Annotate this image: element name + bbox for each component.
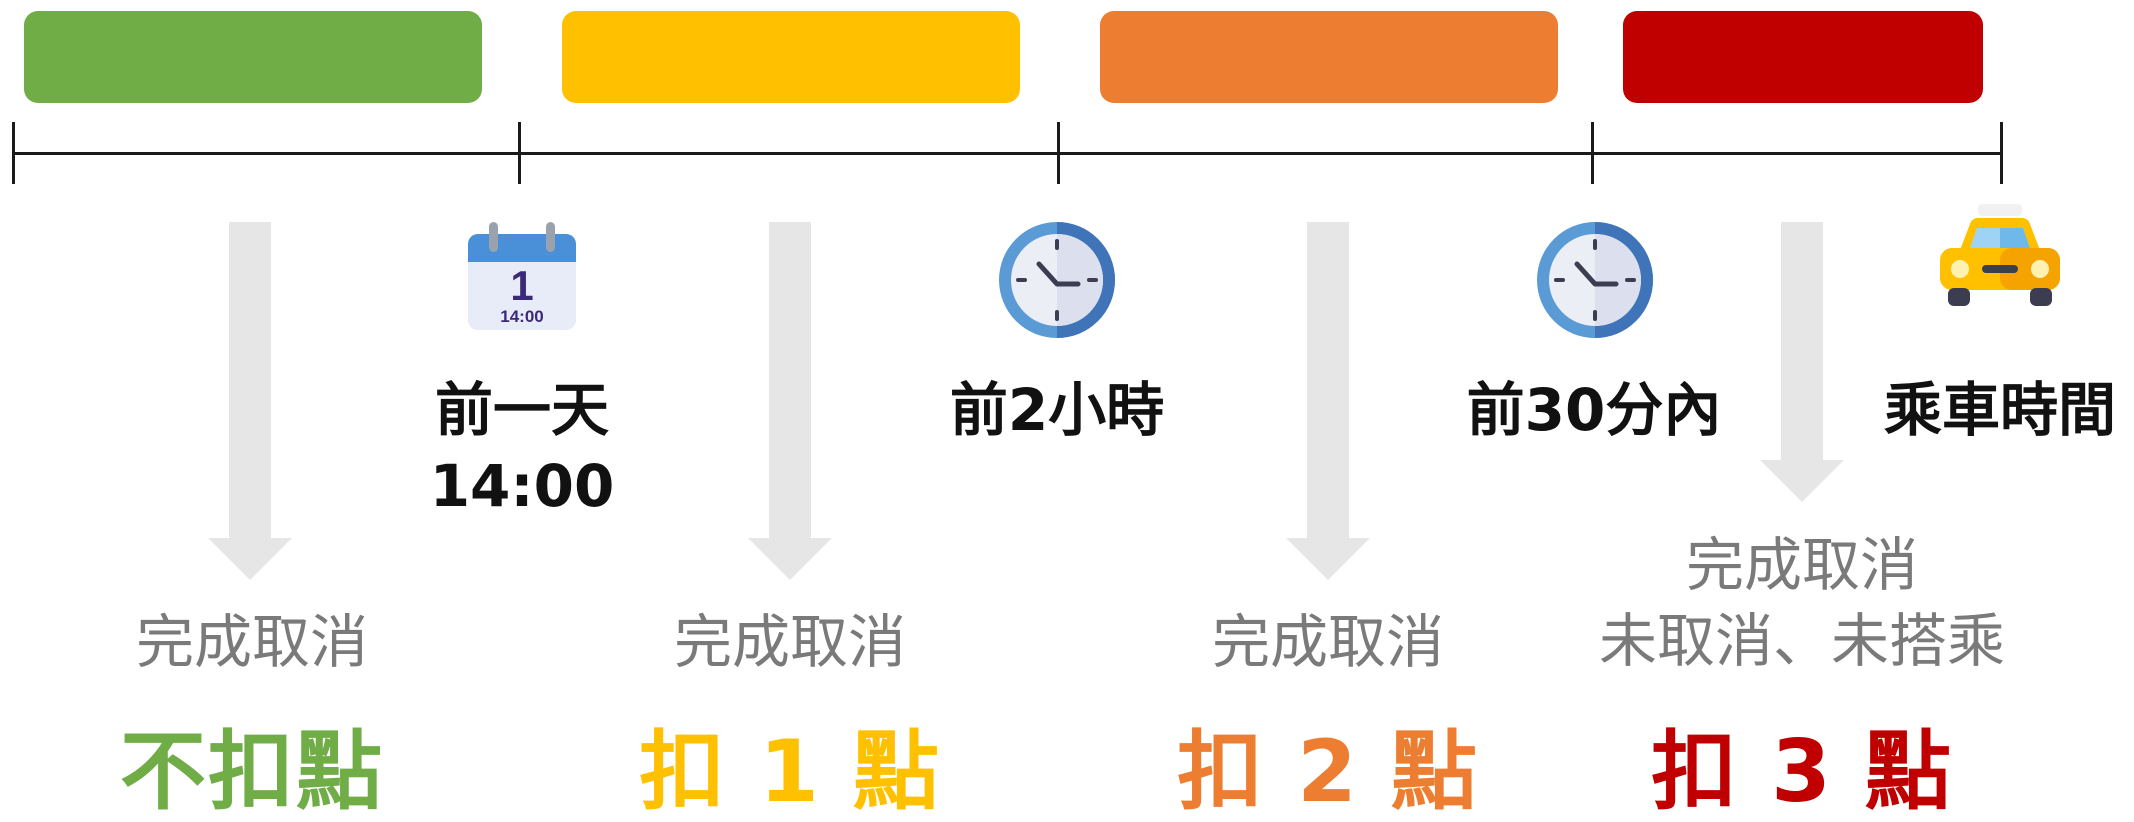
milestone-two-hours: 前2小時 [949,376,1165,444]
timeline-tick-ride-time [2000,122,2003,184]
down-arrow-2 [748,222,832,580]
clock-icon [999,222,1115,338]
status-segment-4: 完成取消 未取消、未搭乘 [1599,527,2005,679]
timeline-tick-thirty-min [1591,122,1594,184]
calendar-day: 1 [510,262,533,309]
timeline-tick-two-hours [1057,122,1060,184]
status-segment-4-line2: 未取消、未搭乘 [1598,607,2006,675]
milestone-day-before-line2: 14:00 [429,452,615,520]
bar-penalty-1 [562,11,1020,103]
down-arrow-3 [1286,222,1370,580]
timeline-axis [13,152,2003,155]
bar-no-penalty [24,11,482,103]
milestone-thirty-min: 前30分內 [1466,376,1722,444]
down-arrow-4 [1760,222,1844,502]
penalty-1-point: 扣 1 點 [639,722,941,822]
milestone-day-before-line1: 前一天 [434,376,609,444]
down-arrow-1 [208,222,292,580]
bar-penalty-2 [1100,11,1558,103]
status-segment-2: 完成取消 [673,608,907,676]
timeline-tick-start [12,122,15,184]
bar-penalty-3 [1623,11,1983,103]
penalty-3-points: 扣 3 點 [1651,722,1953,822]
clock-icon [1537,222,1653,338]
calendar-time: 14:00 [500,307,543,326]
milestone-day-before: 前一天 14:00 [430,372,615,524]
status-segment-3: 完成取消 [1211,608,1445,676]
calendar-icon: 1 14:00 [468,222,576,330]
status-segment-4-line1: 完成取消 [1685,531,1919,599]
penalty-no-points: 不扣點 [120,722,384,822]
penalty-2-points: 扣 2 點 [1177,722,1479,822]
milestone-ride-time: 乘車時間 [1883,376,2117,444]
timeline-tick-day-before [518,122,521,184]
taxi-icon [1940,204,2060,306]
status-segment-1: 完成取消 [135,608,369,676]
